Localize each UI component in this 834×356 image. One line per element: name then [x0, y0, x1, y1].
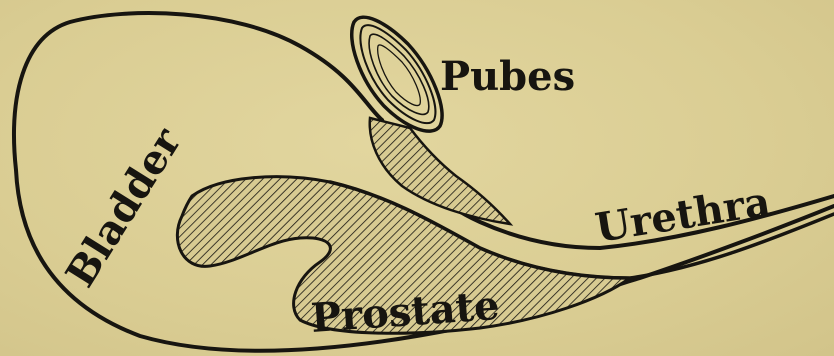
pubes-bone [352, 17, 442, 131]
label-bladder: Bladder [57, 119, 191, 295]
label-pubes: Pubes [440, 53, 575, 100]
